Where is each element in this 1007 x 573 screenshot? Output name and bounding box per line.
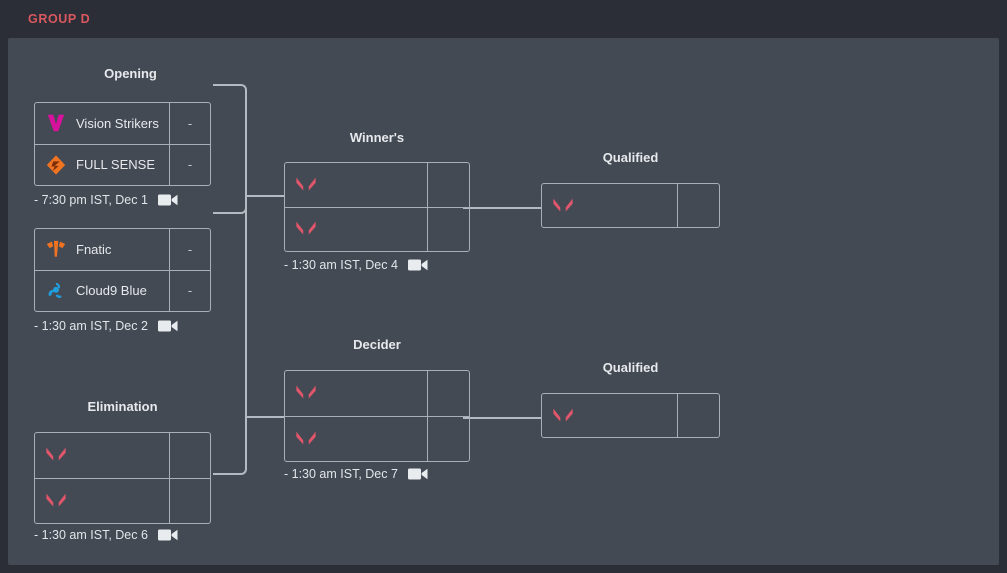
match-row[interactable]: Vision Strikers -: [35, 103, 210, 144]
video-camera-icon[interactable]: [157, 193, 178, 207]
valorant-placeholder-logo: [296, 431, 316, 445]
team-cell: FULL SENSE: [35, 144, 170, 185]
score-cell: [428, 208, 469, 252]
group-header: GROUP D: [0, 0, 1007, 38]
video-camera-icon[interactable]: [157, 319, 178, 333]
team-cell: Vision Strikers: [35, 103, 170, 144]
match-row[interactable]: Cloud9 Blue -: [35, 269, 210, 311]
team-cell: [542, 394, 678, 437]
stage-label-opening: Opening: [104, 66, 157, 81]
match-time-text: - 7:30 pm IST, Dec 1: [34, 193, 148, 207]
valorant-placeholder-logo: [553, 408, 573, 421]
video-camera-icon[interactable]: [407, 258, 428, 272]
match-time-opening-2: - 1:30 am IST, Dec 2: [34, 319, 178, 333]
stage-label-qualified-bottom: Qualified: [602, 360, 659, 375]
valorant-placeholder-logo: [296, 221, 316, 235]
match-row[interactable]: Fnatic -: [35, 229, 210, 270]
team-cell: Cloud9 Blue: [35, 270, 170, 311]
match-elimination[interactable]: [34, 432, 211, 524]
valorant-placeholder-logo: [296, 385, 316, 399]
match-row[interactable]: [285, 415, 469, 462]
team-cell: [35, 478, 170, 523]
team-name: FULL SENSE: [76, 157, 155, 173]
match-row[interactable]: FULL SENSE -: [35, 143, 210, 185]
video-camera-icon[interactable]: [157, 528, 178, 542]
connector-decider-input: [245, 416, 285, 418]
score-cell: [170, 433, 210, 478]
team-cell: [285, 416, 428, 461]
vision-strikers-logo: [47, 115, 65, 132]
match-opening-2[interactable]: Fnatic - Cloud9 Blue -: [34, 228, 211, 312]
valorant-placeholder-logo: [553, 198, 573, 211]
match-time-decider: - 1:30 am IST, Dec 7: [284, 467, 428, 481]
stage-label-winners: Winner's: [349, 130, 405, 145]
match-qualified-bottom[interactable]: [541, 393, 720, 438]
score-cell: -: [187, 241, 193, 257]
match-time-text: - 1:30 am IST, Dec 2: [34, 319, 148, 333]
match-row[interactable]: [285, 163, 469, 207]
video-camera-icon[interactable]: [407, 467, 428, 481]
valorant-placeholder-logo: [46, 493, 66, 507]
full-sense-logo: [46, 155, 66, 175]
connector-winners-input: [245, 195, 285, 197]
stage-label-qualified-top: Qualified: [602, 150, 659, 165]
team-cell: [285, 371, 428, 416]
score-cell: [678, 184, 719, 227]
team-cell: Fnatic: [35, 229, 170, 270]
team-cell: [285, 163, 428, 207]
fnatic-logo: [46, 241, 66, 258]
match-time-opening-1: - 7:30 pm IST, Dec 1: [34, 193, 178, 207]
match-row[interactable]: [35, 477, 210, 524]
team-name: Cloud9 Blue: [76, 283, 147, 299]
match-time-text: - 1:30 am IST, Dec 6: [34, 528, 148, 542]
cloud9-logo: [48, 282, 62, 298]
score-cell: [428, 417, 469, 462]
match-qualified-top[interactable]: [541, 183, 720, 228]
connector-opening2-to-winners: [213, 134, 247, 214]
score-cell: [678, 394, 719, 437]
connector-opening1-to-winners: [213, 84, 247, 134]
team-name: Fnatic: [76, 241, 112, 257]
match-time-winners: - 1:30 am IST, Dec 4: [284, 258, 428, 272]
match-row[interactable]: [542, 184, 719, 227]
connector-elimination-to-decider: [213, 418, 247, 475]
bracket-panel: Opening Vision Strikers - FULL SENSE - -: [8, 38, 999, 565]
match-time-elimination: - 1:30 am IST, Dec 6: [34, 528, 178, 542]
score-cell: [428, 371, 469, 416]
team-cell: [542, 184, 678, 227]
match-row[interactable]: [285, 206, 469, 252]
stage-label-decider: Decider: [353, 337, 401, 352]
valorant-placeholder-logo: [46, 447, 66, 461]
stage-label-elimination: Elimination: [87, 399, 158, 414]
match-decider[interactable]: [284, 370, 470, 462]
score-cell: [170, 479, 210, 524]
valorant-placeholder-logo: [296, 177, 316, 191]
score-cell: [428, 163, 469, 207]
score-cell: -: [187, 157, 193, 173]
connector-decider-to-qualified: [463, 417, 541, 419]
match-time-text: - 1:30 am IST, Dec 4: [284, 258, 398, 272]
team-name: Vision Strikers: [76, 115, 159, 131]
score-cell: -: [187, 283, 193, 299]
match-time-text: - 1:30 am IST, Dec 7: [284, 467, 398, 481]
match-row[interactable]: [542, 394, 719, 437]
team-cell: [285, 207, 428, 251]
team-cell: [35, 433, 170, 478]
connector-winners-to-qualified: [463, 207, 541, 209]
group-title: GROUP D: [28, 12, 91, 26]
score-cell: -: [187, 115, 193, 131]
connector-winners-loser-to-decider: [245, 197, 247, 418]
match-row[interactable]: [285, 371, 469, 416]
match-row[interactable]: [35, 433, 210, 478]
match-winners[interactable]: [284, 162, 470, 252]
match-opening-1[interactable]: Vision Strikers - FULL SENSE -: [34, 102, 211, 186]
